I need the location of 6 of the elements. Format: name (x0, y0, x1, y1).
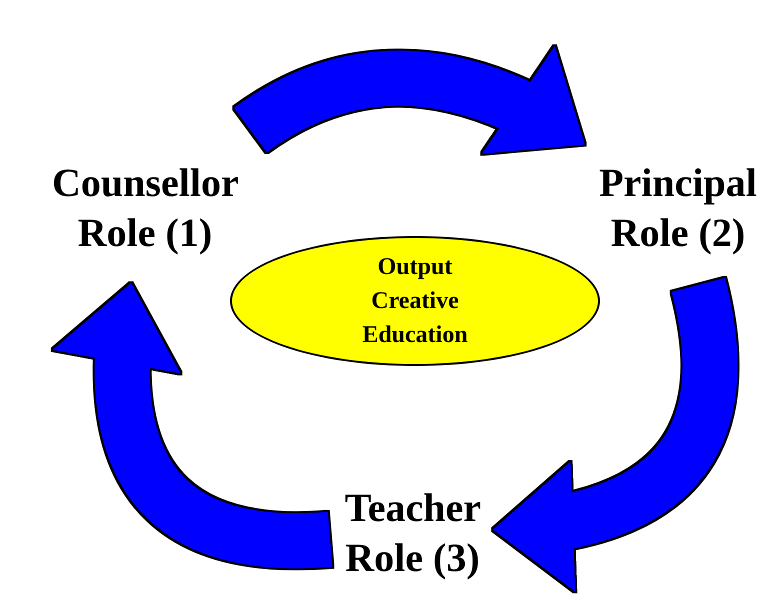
curved-block-arrow (492, 279, 738, 588)
role-label: Principal Role (2) (583, 130, 773, 285)
curved-block-arrow (55, 281, 331, 568)
role-label: Teacher Role (3) (330, 455, 495, 610)
role-label: Counsellor Role (1) (35, 130, 255, 285)
ellipse-label: Output Creative Education (362, 253, 468, 350)
